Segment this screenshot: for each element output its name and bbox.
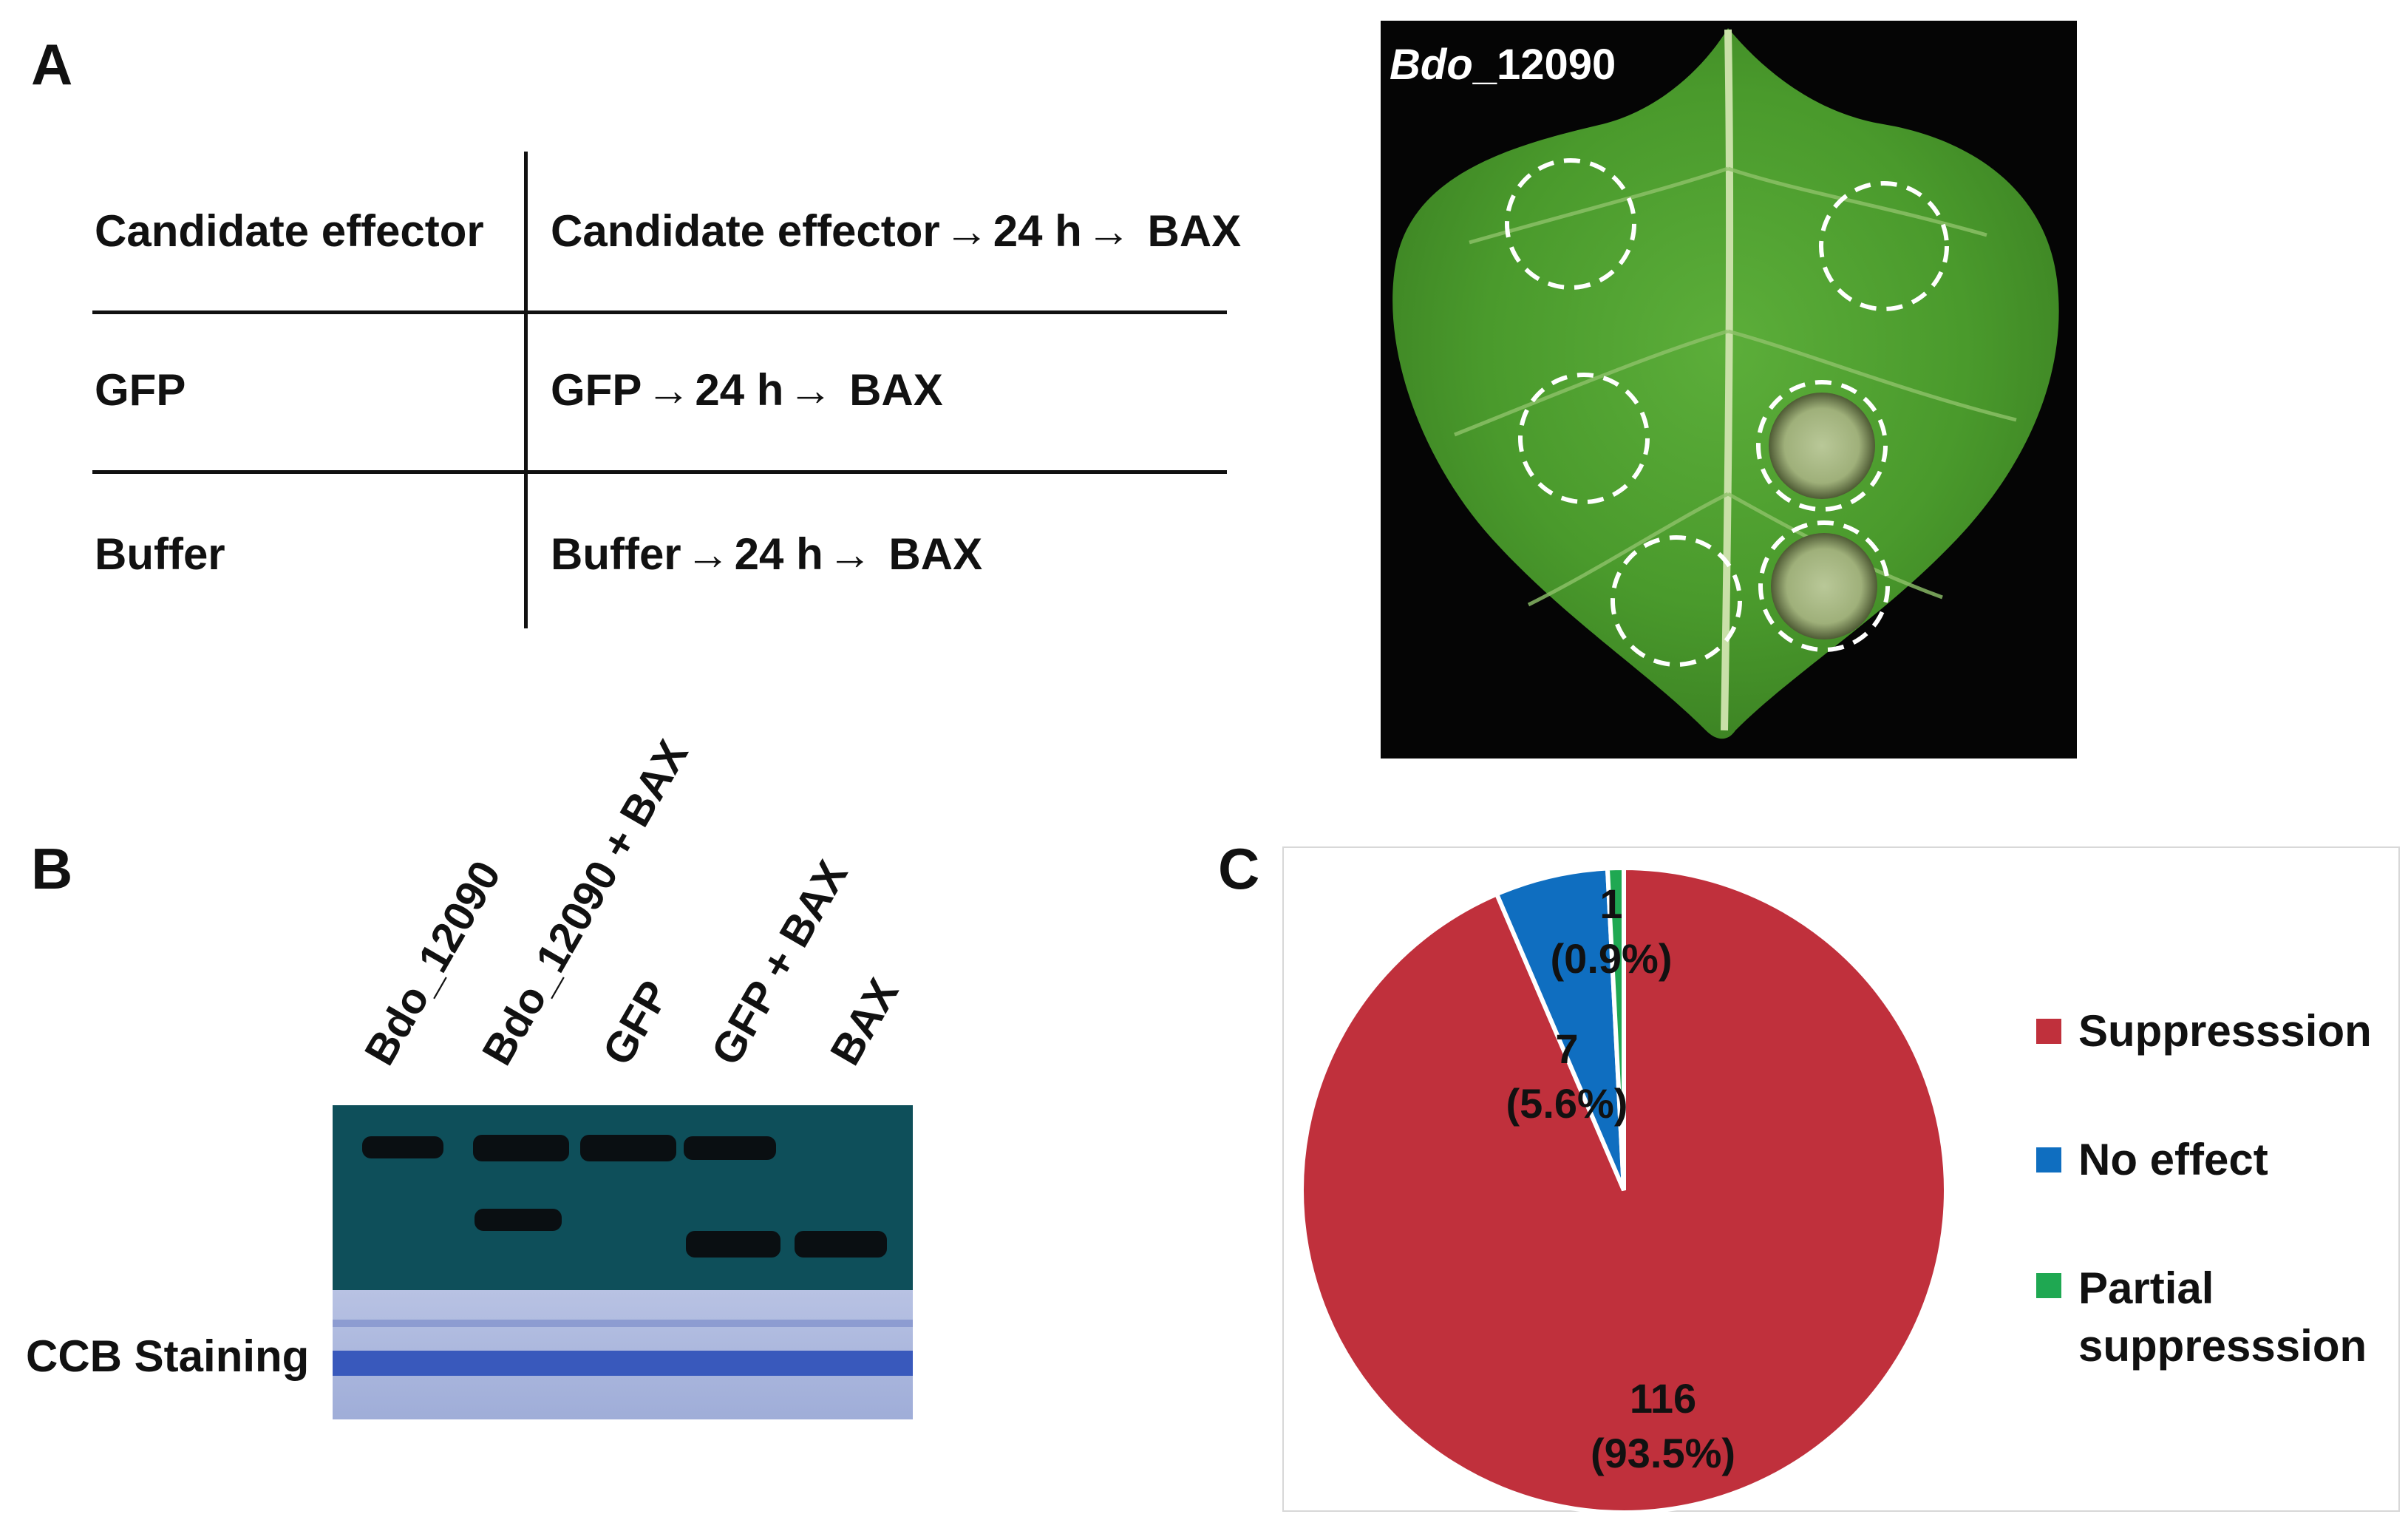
pie-label-no-effect: 7 (5.6%) — [1449, 1022, 1685, 1131]
table-row-label: Buffer — [95, 529, 225, 579]
pie-label-percent: (93.5%) — [1590, 1430, 1736, 1476]
arrow-icon: → — [944, 206, 989, 256]
gel-band — [333, 1320, 913, 1327]
chart-frame — [1282, 846, 2400, 1512]
blot-band — [795, 1231, 887, 1258]
leaf-midrib — [1721, 29, 1734, 731]
pie-label-partial: 1 (0.9%) — [1493, 877, 1730, 986]
pie-label-count: 116 — [1629, 1375, 1697, 1422]
chart-legend: Suppresssion No effect Partial suppresss… — [2025, 991, 2402, 1375]
blot-band — [580, 1135, 676, 1161]
infiltration-circle — [1611, 535, 1742, 667]
pie-chart — [1299, 865, 1948, 1512]
legend-label-line: Partial — [2078, 1263, 2214, 1313]
pie-label-count: 1 — [1599, 880, 1623, 927]
legend-label: Partial suppresssion — [2078, 1260, 2367, 1375]
protocol-step: BAX — [1147, 206, 1242, 256]
legend-swatch — [2036, 1147, 2061, 1172]
protocol-step: 24 h — [993, 206, 1082, 256]
lesion — [1771, 533, 1877, 639]
protocol-step: 24 h — [734, 529, 823, 579]
lesion — [1769, 393, 1875, 499]
blot-band — [475, 1209, 562, 1231]
table-row-label: GFP — [95, 365, 186, 415]
arrow-icon: → — [685, 529, 730, 579]
protocol-step: BAX — [888, 529, 983, 579]
table-row-label: Candidate effector — [95, 206, 484, 256]
leaf-photo: Bdo_12090 — [1381, 21, 2077, 758]
table-row-protocol: GFP→24 h→ BAX — [551, 364, 943, 415]
panel-c-letter: C — [1218, 836, 1260, 901]
blot-band — [362, 1136, 443, 1158]
arrow-icon: → — [1086, 206, 1131, 256]
table-row-divider — [92, 470, 1227, 474]
pie-label-percent: (5.6%) — [1506, 1080, 1628, 1127]
panel-a-letter: A — [31, 32, 73, 97]
infiltration-circle — [1505, 158, 1636, 290]
pie-slice-partial-suppression — [1605, 865, 1626, 1191]
gel-band — [333, 1351, 913, 1376]
blot-band — [473, 1135, 569, 1161]
blot-band — [686, 1231, 780, 1258]
table-vertical-divider — [524, 152, 528, 628]
arrow-icon: → — [827, 529, 872, 579]
table-row-protocol: Candidate effector→24 h→ BAX — [551, 206, 1241, 257]
arrow-icon: → — [788, 365, 833, 415]
protocol-step: Buffer — [551, 529, 681, 579]
lane-label: BAX — [820, 970, 908, 1073]
infiltration-circle — [1758, 520, 1890, 652]
blot-band — [684, 1136, 776, 1160]
leaf-label-genus: Bdo — [1390, 41, 1473, 89]
western-blot — [333, 1105, 913, 1290]
arrow-icon: → — [646, 365, 691, 415]
legend-label: No effect — [2078, 1135, 2268, 1184]
infiltration-circle — [1819, 181, 1949, 311]
pie-label-percent: (0.9%) — [1550, 935, 1673, 982]
leaf-illustration — [1392, 28, 2059, 739]
pie-slice-suppression — [1299, 865, 1948, 1512]
lane-label: GFP — [593, 972, 679, 1073]
infiltration-circle — [1518, 373, 1650, 504]
legend-swatch — [2036, 1019, 2061, 1044]
legend-label-line: suppresssion — [2078, 1321, 2367, 1371]
panel-b-letter: B — [31, 836, 73, 901]
staining-label: CCB Staining — [26, 1331, 310, 1381]
pie-label-count: 7 — [1555, 1025, 1579, 1072]
table-row-protocol: Buffer→24 h→ BAX — [551, 529, 982, 580]
table-row-divider — [92, 310, 1227, 314]
ccb-staining-gel — [333, 1290, 913, 1419]
protocol-step: GFP — [551, 365, 642, 415]
legend-swatch — [2036, 1273, 2061, 1298]
pie-label-suppression: 116 (93.5%) — [1523, 1371, 1803, 1481]
leaf-label: Bdo_12090 — [1390, 40, 1616, 89]
protocol-step: Candidate effector — [551, 206, 940, 256]
legend-label: Suppresssion — [2078, 1006, 2372, 1056]
leaf-label-id: _12090 — [1472, 41, 1616, 89]
infiltration-circle — [1756, 380, 1888, 512]
protocol-step: 24 h — [695, 365, 784, 415]
protocol-step: BAX — [849, 365, 943, 415]
